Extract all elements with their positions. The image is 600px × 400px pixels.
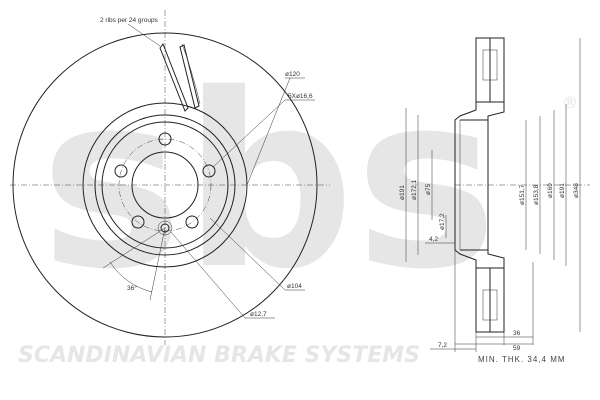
dim-348: ø348	[573, 183, 580, 198]
locating-hole	[160, 223, 170, 233]
dia-120-label: ø120	[285, 71, 300, 78]
front-view: 2 ribs per 24 groups ø120 5Xø16,6 ø104 ø…	[10, 10, 330, 345]
bolt-holes	[114, 132, 216, 236]
center-bore	[131, 151, 199, 219]
bolt-hole	[185, 215, 199, 229]
bolt-pattern-label: 5Xø16,6	[288, 93, 313, 100]
dim-191-right: ø191	[559, 183, 566, 198]
rib-outline	[181, 43, 201, 105]
dia-120-leader	[246, 77, 291, 186]
dim-151: ø151,7	[519, 184, 526, 205]
bolt-hole	[158, 132, 172, 146]
dim-169: ø169	[547, 183, 554, 198]
outer-disc-edge	[12, 32, 318, 338]
bolt-hole	[202, 164, 216, 178]
ribs-note-leader	[127, 23, 161, 47]
dim-36: 36	[513, 330, 521, 337]
pcd-circle	[118, 138, 212, 232]
hole-leader	[170, 231, 246, 319]
dim-75: ø75	[425, 183, 432, 195]
bolt-hole	[114, 164, 128, 178]
min-thickness-note: MIN. THK. 34,4 MM	[478, 355, 566, 364]
angle-leg	[149, 227, 166, 301]
hat-outer-edge	[94, 114, 236, 256]
dim-172: ø172,1	[411, 179, 418, 200]
angle-arc	[109, 261, 153, 293]
dim-17: ø17,2	[439, 213, 446, 230]
hat-profile-right	[487, 102, 505, 268]
section-view: ø191 ø172,1 ø75 ø17,2 4,2 ø151,7 ø153,8 …	[399, 37, 590, 352]
bolt-hole	[131, 215, 145, 229]
hole-label: ø12,7	[250, 311, 267, 318]
angle-leg	[102, 227, 166, 269]
dim-59: 59	[513, 345, 521, 352]
dim-72: 7,2	[438, 342, 447, 349]
rib-slot	[159, 42, 189, 112]
watermark-tagline: SCANDINAVIAN BRAKE SYSTEMS	[18, 343, 420, 368]
pcd-label: ø104	[287, 283, 302, 290]
registered-mark: ®	[562, 93, 578, 112]
hat-profile-left	[454, 102, 477, 268]
pcd-leader	[209, 217, 286, 291]
locating-hole-ring	[157, 220, 173, 236]
dim-191-left: ø191	[399, 185, 406, 200]
watermark-logo: sbs	[40, 42, 498, 322]
lower-vent-channel	[482, 289, 498, 321]
bolt-pattern-leader	[212, 99, 286, 168]
ribs-note: 2 ribs per 24 groups	[100, 17, 159, 24]
dim-153: ø153,8	[533, 184, 540, 205]
angle-label: 36°	[127, 284, 137, 292]
upper-vent-channel	[482, 49, 498, 81]
dim-42: 4,2	[429, 236, 438, 243]
hat-step-edge	[101, 121, 229, 249]
vent-ribs	[159, 42, 201, 112]
